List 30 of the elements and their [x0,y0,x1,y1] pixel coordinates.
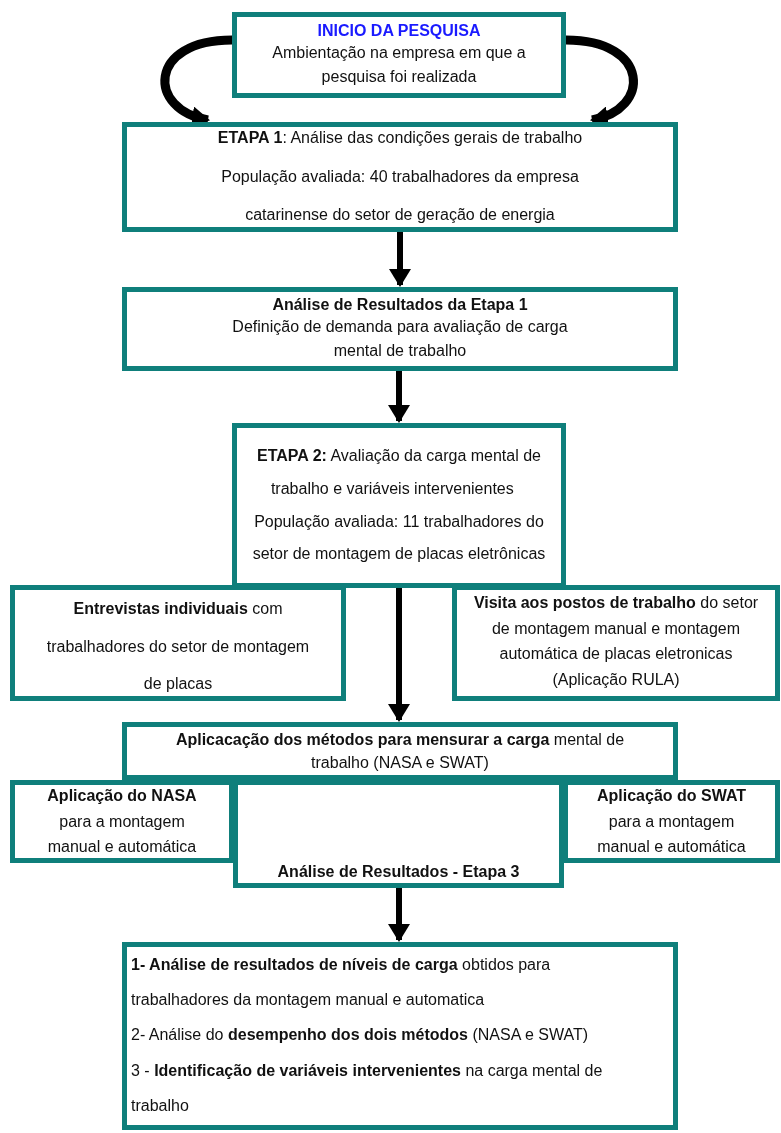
process-box [10,585,346,701]
box-heading: ETAPA 1: Análise das condições gerais de trabalho [217,128,583,149]
box-text: 3 - Identificação de variáveis intervenientes na carga mental de trabalho [131,1060,604,1116]
arrow [388,588,410,722]
box-text: População avaliada: 40 trabalhadores da empresa catarinense do setor de geração de energia [220,166,580,226]
arrow [389,232,411,287]
arrow [388,888,410,942]
process-box [122,122,678,232]
process-box [122,287,678,371]
process-box [232,423,566,588]
box-text: Entrevistas individuais com trabalhadores do setor de montagem de placas [45,599,311,695]
box-text: Ambientação na empresa em que a pesquisa foi realizada [271,43,527,87]
box-heading: Análise de Resultados da Etapa 1 [272,294,528,315]
box-text: ETAPA 2: Avaliação da carga mental de trabalho e variáveis intervenientes População avaliada: 11 trabalhadores do setor de montagem de placas eletrônicas [251,445,547,565]
process-box [10,780,234,863]
box-text: para a montagem manual e automática [596,811,747,858]
process-box [122,722,678,780]
arrow [388,371,410,423]
box-text: 2- Análise do desempenho dos dois métodos (NASA e SWAT) [131,1025,588,1046]
process-box [452,585,780,701]
box-text: Aplicacação dos métodos para mensurar a carga mental de trabalho (NASA e SWAT) [174,729,626,773]
box-text: Definição de demanda para avaliação de carga mental de trabalho [231,317,569,362]
process-box [122,942,678,1130]
box-heading: INICIO DA PESQUISA [317,21,481,41]
box-text: Visita aos postos de trabalho do setor de montagem manual e montagem automática de placas eletronicas (Aplicação RULA) [472,593,760,690]
process-box [232,12,566,98]
box-heading: Aplicação do NASA [47,786,197,807]
box-text: para a montagem manual e automática [46,811,198,858]
box-text: Análise de Resultados - Etapa 3 [277,861,520,882]
box-heading: Aplicação do SWAT [596,786,747,807]
